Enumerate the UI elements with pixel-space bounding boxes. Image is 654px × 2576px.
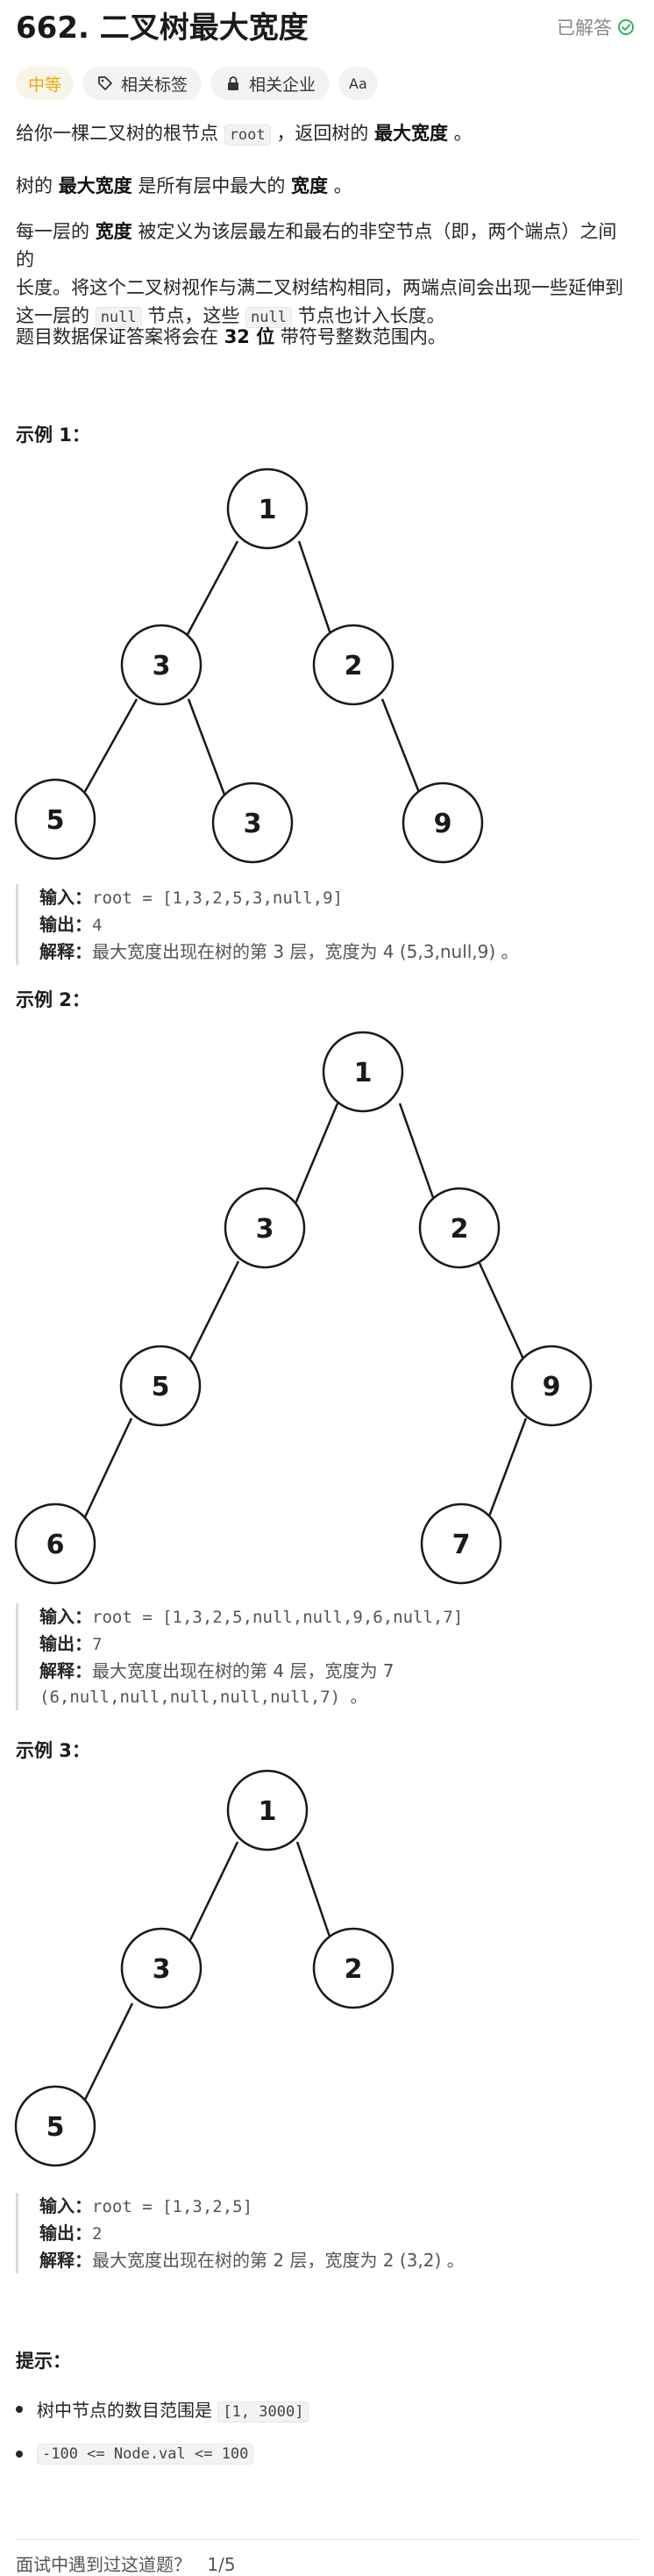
tree-node	[119, 1345, 202, 1427]
hints-heading: 提示：	[16, 2351, 71, 2372]
tree-node	[226, 1769, 309, 1852]
difficulty-badge[interactable]: 中等	[16, 67, 75, 100]
tree-node-label: 2	[451, 1214, 469, 1245]
tree-node-label: 5	[46, 2112, 65, 2143]
example-1-io-block: 输入：root = [1,3,2,5,3,null,9] 输出：4 解释：最大宽…	[16, 884, 621, 965]
tree-node	[120, 1927, 203, 2009]
related-tags-label: 相关标签	[121, 75, 188, 95]
tree-node	[510, 1345, 593, 1427]
example-2-io-block: 输入：root = [1,3,2,5,null,null,9,6,null,7]…	[16, 1603, 621, 1710]
problem-title: 662. 二叉树最大宽度	[16, 11, 309, 46]
example-1-tree-diagram: 1 3 2 5 3 9	[14, 467, 484, 864]
translate-button[interactable]: Aa	[338, 67, 378, 100]
lock-icon	[228, 76, 239, 90]
desc-paragraph-3: 每一层的 宽度 被定义为该层最左和最右的非空节点（即，两个端点）之间的 长度。将…	[16, 221, 623, 328]
bullet-icon	[16, 2405, 23, 2413]
tree-node-label: 1	[354, 1058, 373, 1088]
footer-divider	[16, 2539, 638, 2540]
example-3-tree-diagram: 1 3 2 5	[14, 1769, 395, 2167]
example-1-heading: 示例 1：	[16, 425, 90, 446]
tree-node-label: 6	[46, 1530, 65, 1560]
example-3-heading: 示例 3：	[16, 1740, 90, 1761]
tree-node-label: 1	[259, 495, 277, 525]
tree-node-label: 5	[46, 805, 65, 836]
tag-icon	[98, 76, 112, 90]
tree-node	[226, 467, 309, 550]
example-input: root = [1,3,2,5,3,null,9]	[92, 888, 343, 908]
inline-code: null	[95, 307, 142, 328]
tree-node-label: 2	[345, 1954, 363, 1985]
tree-node-label: 7	[452, 1530, 471, 1560]
example-explanation: 最大宽度出现在树的第 2 层，宽度为 2 (3,2) 。	[92, 2250, 465, 2271]
solved-label: 已解答	[557, 18, 612, 39]
tree-node	[420, 1502, 502, 1585]
example-output: 7	[92, 1635, 103, 1654]
tree-node-label: 3	[256, 1214, 274, 1245]
inline-code: root	[224, 125, 271, 146]
example-explanation: 最大宽度出现在树的第 3 层，宽度为 4 (5,3,null,9) 。	[92, 941, 519, 962]
example-input: root = [1,3,2,5,null,null,9,6,null,7]	[92, 1608, 464, 1627]
tree-node-label: 9	[543, 1372, 561, 1402]
footer-question-text: 面试中遇到过这道题？	[16, 2554, 191, 2575]
tree-node-label: 3	[244, 809, 262, 839]
tree-node-label: 9	[434, 809, 452, 839]
tree-node	[402, 781, 484, 864]
inline-code: null	[245, 307, 292, 328]
example-output: 2	[92, 2224, 103, 2244]
footer-question[interactable]: 面试中遇到过这道题？ 1/5	[16, 2551, 236, 2576]
bullet-icon	[16, 2451, 23, 2458]
hint-item: 树中节点的数目范围是 [1, 3000]	[16, 2396, 309, 2423]
solved-status: 已解答	[557, 14, 635, 40]
related-companies-button[interactable]: 相关企业	[210, 67, 331, 100]
tree-node	[14, 778, 96, 860]
tree-node-label: 5	[152, 1372, 170, 1402]
tree-node	[418, 1187, 501, 1269]
related-tags-button[interactable]: 相关标签	[82, 67, 203, 100]
tree-node-label: 3	[153, 651, 171, 681]
hint-item: -100 <= Node.val <= 100	[16, 2444, 254, 2465]
example-explanation-cont: (6,null,null,null,null,null,7) 。	[39, 1688, 367, 1707]
tree-node	[322, 1031, 404, 1113]
tree-node	[224, 1187, 306, 1269]
example-2-tree-diagram: 1 3 2 5 9 6 7	[14, 1031, 593, 1585]
tag-bar: 中等 相关标签 相关企业 Aa	[16, 67, 378, 100]
related-companies-label: 相关企业	[249, 75, 316, 95]
tree-node	[14, 1502, 96, 1585]
tree-node	[312, 624, 395, 706]
tree-node	[120, 624, 203, 706]
inline-code: [1, 3000]	[217, 2401, 309, 2423]
inline-code: -100 <= Node.val <= 100	[37, 2444, 254, 2465]
example-input: root = [1,3,2,5]	[92, 2197, 253, 2216]
tree-node-label: 3	[153, 1954, 171, 1985]
example-3-io-block: 输入：root = [1,3,2,5] 输出：2 解释：最大宽度出现在树的第 2…	[16, 2193, 621, 2273]
check-circle-icon	[618, 19, 634, 35]
tree-node	[14, 2085, 96, 2167]
footer-pager: 1/5	[207, 2554, 236, 2575]
tree-node	[211, 781, 294, 864]
example-output: 4	[92, 916, 103, 935]
example-explanation: 最大宽度出现在树的第 4 层，宽度为 7	[92, 1660, 395, 1681]
tree-node	[312, 1927, 395, 2009]
tree-node-label: 1	[259, 1796, 277, 1827]
translate-icon: Aa	[349, 75, 367, 92]
tree-node-label: 2	[345, 651, 363, 681]
example-2-heading: 示例 2：	[16, 989, 90, 1010]
desc-paragraph-4: 题目数据保证答案将会在 32 位 带符号整数范围内。	[16, 326, 446, 347]
desc-paragraph-2: 树的 最大宽度 是所有层中最大的 宽度 。	[16, 175, 352, 196]
desc-paragraph-1: 给你一棵二叉树的根节点 root ，返回树的 最大宽度 。	[16, 123, 473, 146]
